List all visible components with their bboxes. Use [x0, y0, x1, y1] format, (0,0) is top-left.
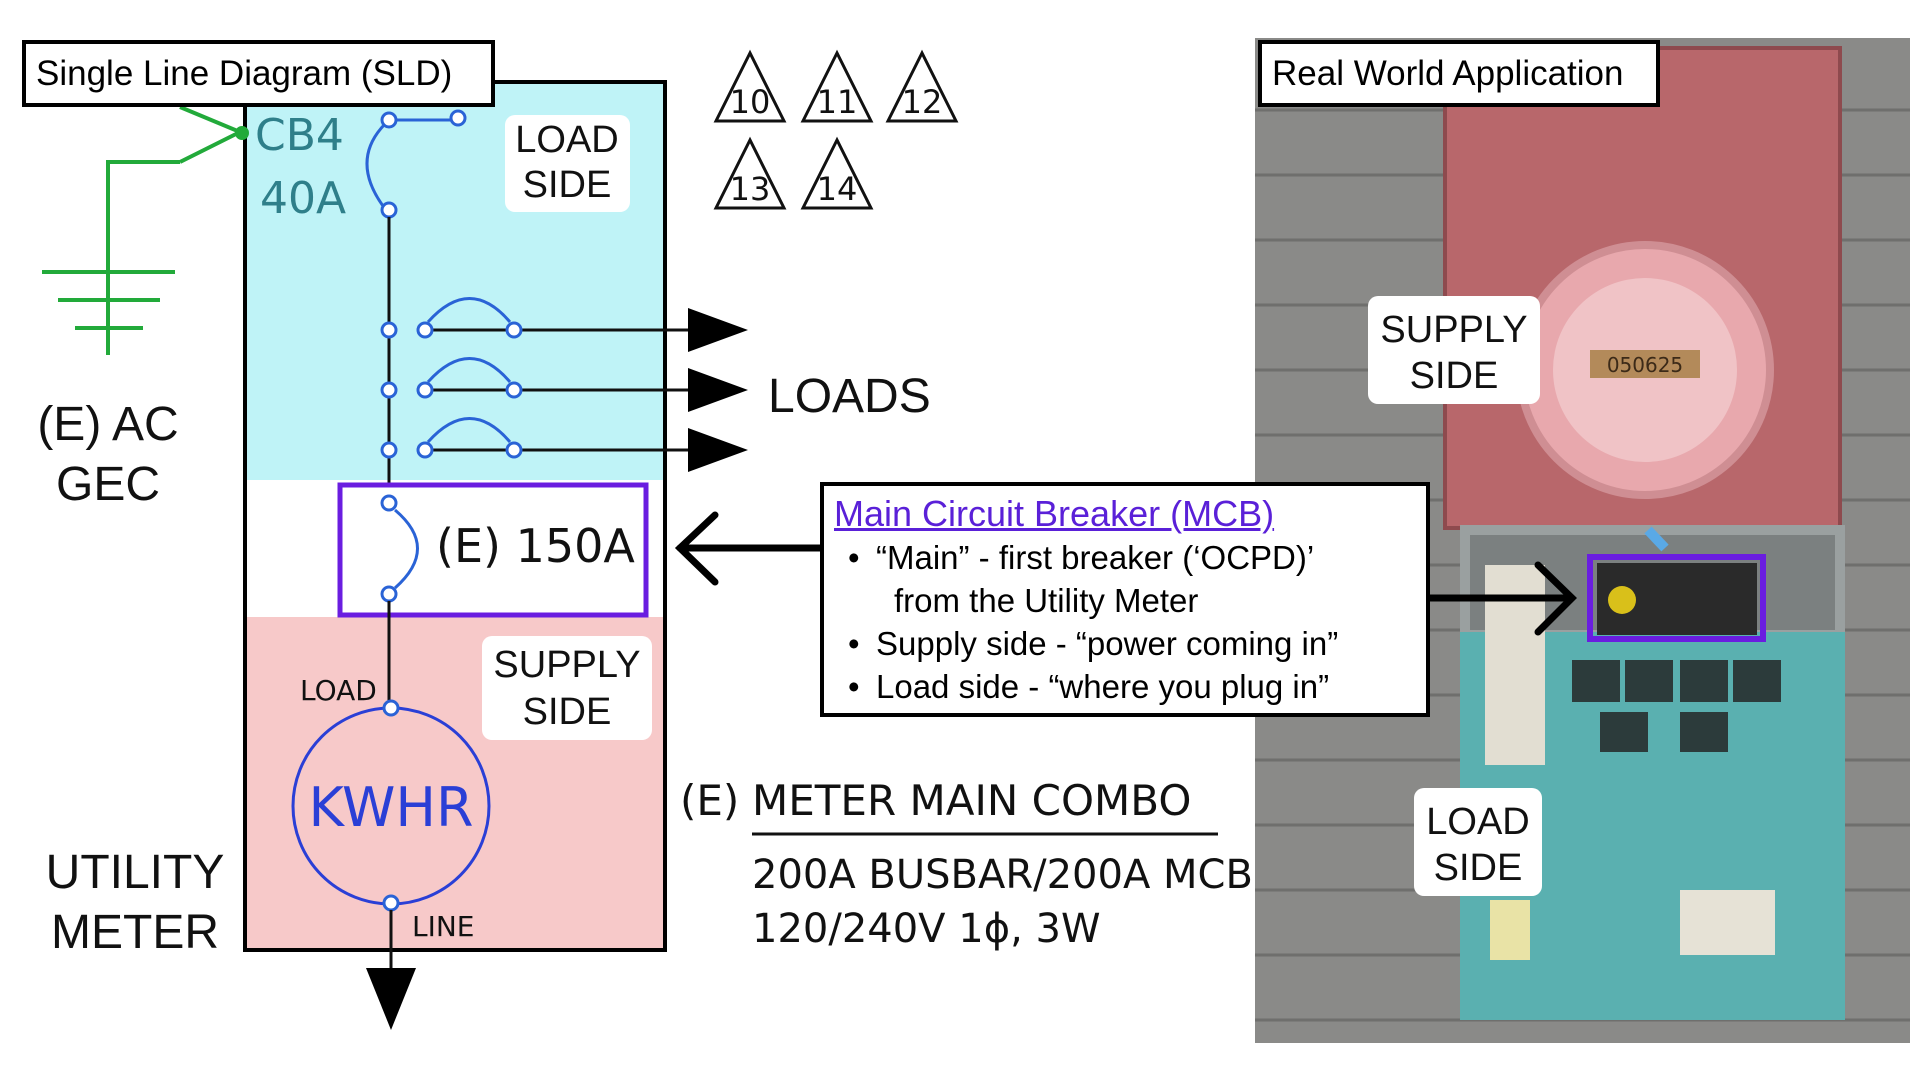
- svg-text:12: 12: [902, 83, 943, 121]
- cb4-breaker-symbol: [365, 118, 451, 207]
- branch-breaker-1: [380, 297, 748, 352]
- equipment-spec-line2: 120/240V 1ϕ, 3W: [752, 906, 1101, 952]
- photo-panel-title: Real World Application: [1258, 40, 1660, 107]
- main-breaker-label: (E) 150A: [436, 519, 635, 573]
- note-tag-14: 14: [800, 136, 874, 210]
- photo-mcb-highlight: [1587, 554, 1766, 642]
- mcb-bullet-2: •Supply side - “power coming in”: [848, 625, 1339, 662]
- note-tag-13: 13: [713, 136, 787, 210]
- cb4-terminal-right: [449, 109, 467, 127]
- branch-breaker-3: [380, 417, 748, 472]
- branch-breaker-2: [380, 357, 748, 412]
- note-tag-12: 12: [885, 49, 959, 123]
- meter-terminal-bottom: [382, 894, 400, 912]
- ground-label-line1: (E) AC: [37, 398, 178, 451]
- photo-load-label-box: [1414, 788, 1542, 896]
- main-breaker-arc: [394, 508, 419, 590]
- real-world-photo: 050625: [1255, 38, 1910, 1043]
- utility-meter-line2: METER: [51, 906, 219, 959]
- load-side-line1: LOAD: [515, 119, 618, 161]
- load-side-label-box: [505, 115, 630, 212]
- mcb-pointer-arrow: [674, 511, 829, 586]
- note-tag-11: 11: [800, 49, 874, 123]
- supply-side-line2: SIDE: [523, 691, 612, 733]
- mcb-bullet-1: •“Main” - first breaker (‘OCPD)’: [848, 539, 1315, 576]
- svg-text:13: 13: [730, 170, 771, 208]
- utility-feed-arrow: [366, 968, 416, 1030]
- mcb-callout: Main Circuit Breaker (MCB) •“Main” - fir…: [820, 482, 1430, 717]
- photo-meter-display: 050625: [1607, 353, 1683, 377]
- cb4-rating: 40A: [260, 173, 346, 224]
- mcb-callout-title: Main Circuit Breaker (MCB): [834, 493, 1275, 534]
- mcb-bullet-1-cont: from the Utility Meter: [894, 582, 1199, 619]
- ground-symbol: [42, 105, 241, 355]
- mcb-bullet-3: •Load side - “where you plug in”: [848, 668, 1330, 705]
- kwhr-meter-label: KWHR: [308, 776, 473, 839]
- meter-load-terminal-label: LOAD: [300, 674, 377, 707]
- supply-side-line1: SUPPLY: [493, 644, 640, 686]
- supply-side-label-box: [482, 636, 652, 740]
- mcb-callout-list-2: •Supply side - “power coming in” •Load s…: [834, 622, 1426, 708]
- photo-mcb-arrow: [1424, 561, 1577, 636]
- svg-text:10: 10: [730, 83, 771, 121]
- photo-supply-line2: SIDE: [1410, 355, 1499, 397]
- ground-label-line2: GEC: [56, 458, 160, 511]
- main-breaker-terminal-top: [380, 494, 398, 512]
- mcb-callout-list: •“Main” - first breaker (‘OCPD)’: [834, 536, 1426, 579]
- svg-text:14: 14: [817, 170, 858, 208]
- meter-terminal-top: [382, 699, 400, 717]
- utility-meter-line1: UTILITY: [46, 846, 225, 899]
- equipment-title: METER MAIN COMBO: [752, 776, 1191, 825]
- equipment-spec-line1: 200A BUSBAR/200A MCB: [752, 852, 1253, 898]
- main-breaker-terminal-bottom: [380, 585, 398, 603]
- svg-text:11: 11: [817, 83, 858, 121]
- cb4-name: CB4: [255, 110, 344, 161]
- sld-panel-title: Single Line Diagram (SLD): [22, 40, 495, 107]
- ground-connection-dot: [235, 126, 249, 140]
- loads-label: LOADS: [768, 370, 931, 423]
- meter-line-terminal-label: LINE: [412, 910, 475, 943]
- photo-supply-line1: SUPPLY: [1380, 309, 1527, 351]
- equipment-prefix: (E): [680, 776, 739, 825]
- cb4-terminal-top: [380, 111, 398, 129]
- load-side-line2: SIDE: [523, 164, 612, 206]
- photo-load-line1: LOAD: [1426, 801, 1529, 843]
- photo-supply-label-box: [1368, 296, 1540, 404]
- photo-load-line2: SIDE: [1434, 847, 1523, 889]
- note-tag-10: 10: [713, 49, 787, 123]
- cb4-terminal-bottom: [380, 201, 398, 219]
